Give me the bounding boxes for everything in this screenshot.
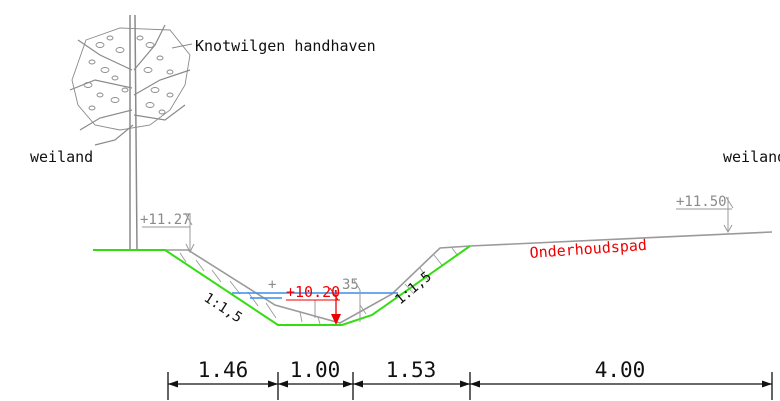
- dimension-1: 1.46: [198, 358, 249, 382]
- left-field-label: weiland: [30, 148, 93, 166]
- dimension-3: 1.53: [386, 358, 437, 382]
- existing-profile: [165, 231, 773, 324]
- tree-note-label: Knotwilgen handhaven: [195, 37, 376, 55]
- water-level-marker: +10.20: [286, 283, 341, 325]
- willow-tree-illustration: [69, 14, 193, 251]
- bottom-partial-plus: +: [268, 277, 276, 293]
- svg-text:+11.27: +11.27: [140, 212, 191, 228]
- left-bank-level-marker: +11.27: [140, 212, 195, 254]
- excavation-hatch: [179, 247, 459, 325]
- dimension-4: 4.00: [595, 358, 646, 382]
- right-bank-level-marker: +11.50: [676, 194, 734, 234]
- left-slope-label: 1:1,5: [201, 290, 245, 326]
- new-profile: [93, 245, 471, 326]
- water-level: [232, 292, 398, 299]
- bottom-partial-level-marker: + 35: [268, 277, 361, 322]
- svg-text:35: 35: [342, 277, 359, 293]
- svg-text:+10.20: +10.20: [286, 283, 340, 301]
- dimension-2: 1.00: [290, 358, 341, 382]
- svg-text:+11.50: +11.50: [676, 194, 727, 210]
- dimension-line: [167, 372, 773, 400]
- right-field-label: weiland: [723, 148, 780, 166]
